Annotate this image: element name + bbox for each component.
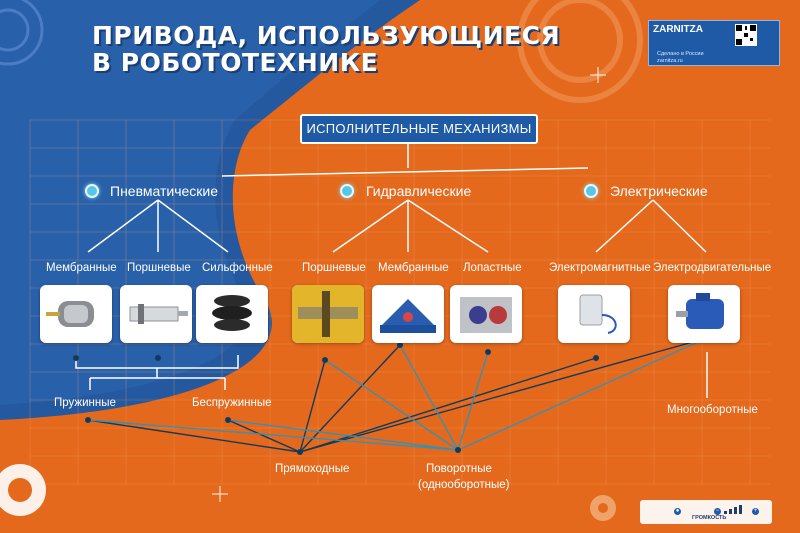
type-label: Мембранные — [46, 262, 117, 274]
brand-logo: ZARNITZA Сделано в России zarnitza.ru — [648, 20, 780, 66]
category-pneumatic: Пневматические — [110, 183, 219, 199]
type-label: Лопастные — [463, 262, 522, 274]
root-node: ИСПОЛНИТЕЛЬНЫЕ МЕХАНИЗМЫ — [300, 114, 538, 144]
volume-control: ● − + ГРОМКОСТЬ — [640, 500, 772, 524]
vane-hydraulic-image — [450, 285, 522, 343]
category-hydraulic: Гидравлические — [366, 183, 472, 199]
electromagnetic-image — [558, 285, 630, 343]
type-label: Мембранные — [378, 262, 449, 274]
brand-name: ZARNITZA — [653, 24, 703, 35]
electric-dot-icon — [584, 184, 598, 198]
site-text: zarnitza.ru — [657, 57, 683, 64]
volume-level-icon — [724, 505, 742, 514]
page-title: ПРИВОДА, ИСПОЛЬЗУЮЩИЕСЯ В РОБОТОТЕХНИКЕ — [92, 22, 560, 76]
linear-label: Прямоходные — [275, 463, 350, 475]
category-electric: Электрические — [610, 183, 708, 199]
type-label: Электромагнитные — [549, 262, 651, 274]
power-button[interactable]: ● — [674, 508, 681, 515]
type-label: Сильфонные — [202, 262, 273, 274]
spring-label: Пружинные — [54, 397, 116, 409]
bellows-pneumatic-image — [196, 285, 268, 343]
hydraulic-dot-icon — [340, 184, 354, 198]
type-label: Поршневые — [127, 262, 191, 274]
type-label: Электродвигательные — [653, 262, 772, 274]
rotary-label: Поворотные — [426, 463, 492, 475]
brand-subtext: Сделано в России zarnitza.ru — [657, 51, 727, 64]
piston-pneumatic-image — [120, 285, 192, 343]
title-line-1: ПРИВОДА, ИСПОЛЬЗУЮЩИЕСЯ — [92, 21, 561, 50]
volume-down-button[interactable]: − — [714, 508, 721, 515]
rotary-note-label: (однооборотные) — [418, 479, 510, 491]
volume-label: ГРОМКОСТЬ — [692, 515, 727, 521]
volume-up-button[interactable]: + — [752, 508, 759, 515]
pneumatic-dot-icon — [85, 184, 99, 198]
springless-label: Беспружинные — [192, 397, 272, 409]
electric-motor-image — [668, 285, 740, 343]
title-line-2: В РОБОТОТЕХНИКЕ — [92, 48, 379, 77]
membrane-hydraulic-image — [372, 285, 444, 343]
piston-hydraulic-image — [292, 285, 364, 343]
multiturn-label: Многооборотные — [667, 404, 758, 416]
type-label: Поршневые — [302, 262, 366, 274]
made-in-text: Сделано в России — [657, 51, 704, 57]
membrane-pneumatic-image — [40, 285, 112, 343]
qr-code-icon — [735, 24, 757, 46]
